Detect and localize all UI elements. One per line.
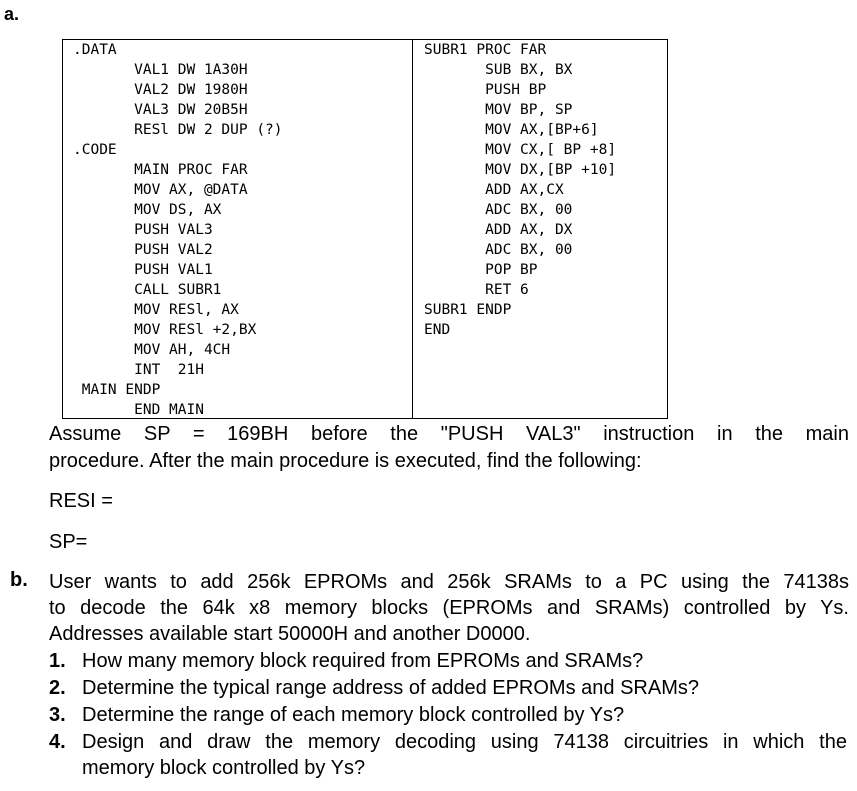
code-line: PUSH BP (424, 82, 547, 98)
assume-text-line: procedure. After the main procedure is e… (49, 450, 642, 472)
code-line: ADC BX, 00 (424, 202, 573, 218)
resi-answer-label: RESI = (49, 490, 113, 512)
code-line: MAIN PROC FAR (73, 162, 248, 178)
part-a-label: a. (4, 4, 20, 24)
code-line: MOV RESl, AX (73, 302, 239, 318)
code-line: SUB BX, BX (424, 62, 573, 78)
question-text: Determine the range of each memory block… (82, 704, 625, 726)
code-line: POP BP (424, 262, 538, 278)
question-text: Design and draw the memory decoding usin… (82, 731, 847, 753)
question-text: How many memory block required from EPRO… (82, 650, 644, 672)
code-line: MOV BP, SP (424, 102, 573, 118)
part-b-label: b. (10, 569, 28, 591)
code-line: RESl DW 2 DUP (?) (73, 122, 283, 138)
code-line: SUBR1 ENDP (424, 302, 512, 318)
code-line: VAL3 DW 20B5H (73, 102, 248, 118)
code-table: .DATA VAL1 DW 1A30H VAL2 DW 1980H VAL3 D… (62, 39, 668, 419)
question-number: 4. (49, 731, 66, 753)
question-number: 3. (49, 704, 66, 726)
code-line: MOV CX,[ BP +8] (424, 142, 617, 158)
sp-answer-label: SP= (49, 531, 88, 553)
code-line: SUBR1 PROC FAR (424, 42, 547, 58)
question-text: Determine the typical range address of a… (82, 677, 699, 699)
code-line: MOV AX,[BP+6] (424, 122, 599, 138)
code-column-divider (412, 40, 413, 418)
code-line: ADD AX, DX (424, 222, 573, 238)
code-line: MOV AX, @DATA (73, 182, 248, 198)
code-line: MOV DX,[BP +10] (424, 162, 617, 178)
code-line: .CODE (73, 142, 117, 158)
question-number: 2. (49, 677, 66, 699)
code-line: END MAIN (73, 402, 204, 418)
code-line: INT 21H (73, 362, 204, 378)
code-line: VAL1 DW 1A30H (73, 62, 248, 78)
code-line: .DATA (73, 42, 117, 58)
assume-text-line: Assume SP = 169BH before the "PUSH VAL3"… (49, 423, 849, 445)
part-b-intro-line: User wants to add 256k EPROMs and 256k S… (49, 571, 849, 593)
code-line: MOV DS, AX (73, 202, 222, 218)
question-number: 1. (49, 650, 66, 672)
code-line: RET 6 (424, 282, 529, 298)
code-line: CALL SUBR1 (73, 282, 222, 298)
code-line: PUSH VAL1 (73, 262, 213, 278)
code-line: ADC BX, 00 (424, 242, 573, 258)
code-line: END (424, 322, 451, 338)
code-line: MAIN ENDP (73, 382, 161, 398)
code-line: VAL2 DW 1980H (73, 82, 248, 98)
code-line: ADD AX,CX (424, 182, 564, 198)
question-text: memory block controlled by Ys? (82, 757, 366, 779)
code-line: MOV RESl +2,BX (73, 322, 257, 338)
code-line: MOV AH, 4CH (73, 342, 231, 358)
part-b-intro-line: to decode the 64k x8 memory blocks (EPRO… (49, 597, 849, 619)
part-b-intro-line: Addresses available start 50000H and ano… (49, 623, 531, 645)
code-line: PUSH VAL2 (73, 242, 213, 258)
code-line: PUSH VAL3 (73, 222, 213, 238)
